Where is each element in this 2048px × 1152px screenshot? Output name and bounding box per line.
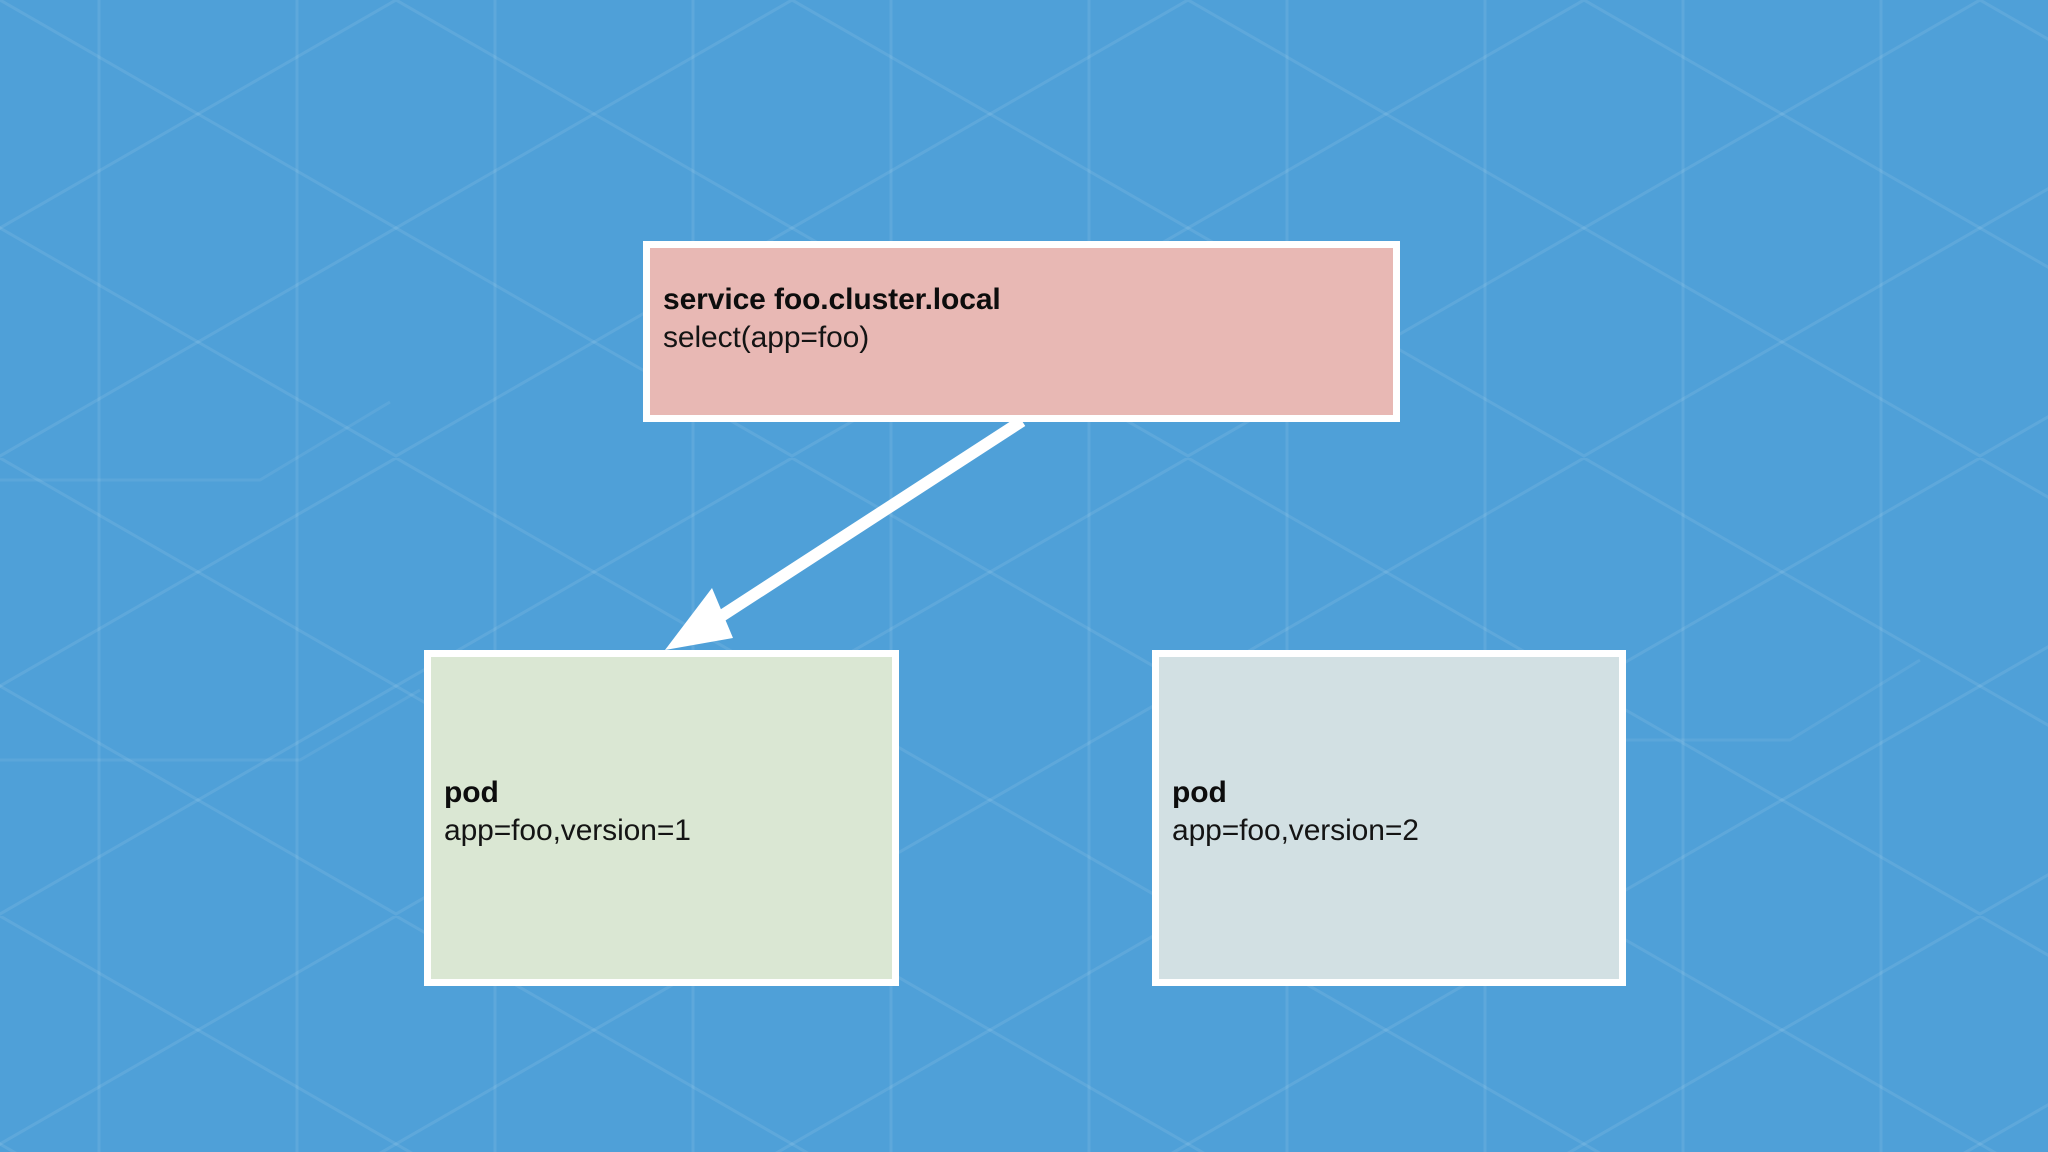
service-node-title: service foo.cluster.local: [663, 283, 1001, 316]
edge-arrowhead-icon: [665, 588, 733, 650]
edge-line: [702, 415, 1026, 632]
edge-service-to-pod-1: [665, 415, 1026, 650]
pod-node-version-1[interactable]: pod app=foo,version=1: [424, 650, 899, 986]
pod-node-labels: app=foo,version=2: [1172, 813, 1419, 847]
pod-node-title: pod: [444, 776, 499, 809]
pod-node-version-2[interactable]: pod app=foo,version=2: [1152, 650, 1626, 986]
hexagon-accent-lines: [0, 400, 1921, 762]
pod-node-labels: app=foo,version=1: [444, 813, 691, 847]
service-node[interactable]: service foo.cluster.local select(app=foo…: [643, 241, 1400, 422]
service-node-selector: select(app=foo): [663, 320, 870, 354]
pod-node-title: pod: [1172, 776, 1227, 809]
